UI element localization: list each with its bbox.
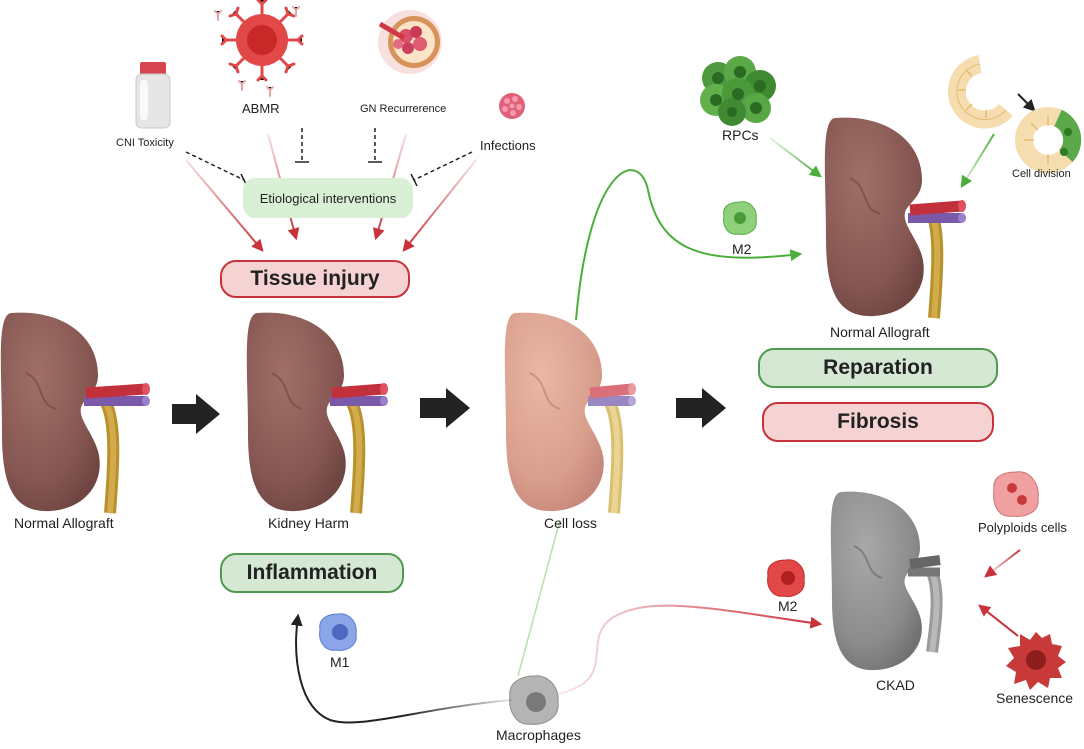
label-ckad: CKAD — [876, 677, 915, 693]
macrophage-to-ckad-arrow — [557, 604, 823, 695]
label-m2-top: M2 — [732, 241, 752, 257]
inflammation-box: Inflammation — [220, 553, 404, 593]
label-m1: M1 — [330, 654, 350, 670]
label-macrophages: Macrophages — [496, 727, 581, 743]
kidney-ckad — [830, 491, 943, 671]
etiological-interventions-box: Etiological interventions — [243, 178, 413, 218]
label-normal-allograft-right: Normal Allograft — [830, 324, 930, 340]
tissue-injury-box: Tissue injury — [220, 260, 410, 298]
ckad-red-arrows — [978, 549, 1021, 637]
kidney-cell-loss — [504, 312, 636, 514]
abmr-cell-icon — [214, 0, 304, 97]
virus-icon — [499, 93, 525, 119]
label-m2-bottom: M2 — [778, 598, 798, 614]
block-arrow-1 — [172, 394, 220, 434]
reparation-box: Reparation — [758, 348, 998, 388]
label-rpcs: RPCs — [722, 127, 759, 143]
label-senescence: Senescence — [996, 690, 1074, 706]
cni-bottle-icon — [135, 62, 171, 129]
m1-blue-cell-icon — [319, 613, 357, 651]
block-arrow-2 — [420, 388, 470, 428]
m2-green-cell-icon — [723, 201, 757, 235]
kidney-harm — [246, 312, 388, 514]
rpcs-cluster-icon — [700, 56, 776, 126]
green-arrows — [517, 133, 995, 677]
block-arrow-3 — [676, 388, 726, 428]
senescent-cell-icon — [1006, 632, 1066, 690]
label-infections: Infections — [480, 138, 536, 153]
label-normal-allograft-left: Normal Allograft — [14, 515, 114, 531]
label-polyploids: Polyploids cells — [978, 520, 1067, 535]
m2-red-cell-icon — [767, 559, 805, 597]
glomerulus-icon — [378, 10, 442, 74]
polyploid-cell-icon — [993, 471, 1039, 517]
label-gn-recurrence: GN Recurrerence — [360, 103, 447, 115]
label-cni-toxicity: CNI Toxicity — [116, 137, 174, 149]
cell-division-icon — [947, 55, 1082, 173]
label-cell-division: Cell division — [1012, 168, 1071, 180]
fibrosis-box: Fibrosis — [762, 402, 994, 442]
label-abmr: ABMR — [242, 101, 280, 116]
macrophage-to-inflammation-arrow — [290, 613, 513, 724]
label-cell-loss: Cell loss — [544, 515, 597, 531]
macrophage-cell-icon — [509, 675, 559, 725]
label-kidney-harm: Kidney Harm — [268, 515, 349, 531]
kidney-normal-right — [824, 117, 966, 319]
kidney-normal-left — [0, 312, 150, 514]
